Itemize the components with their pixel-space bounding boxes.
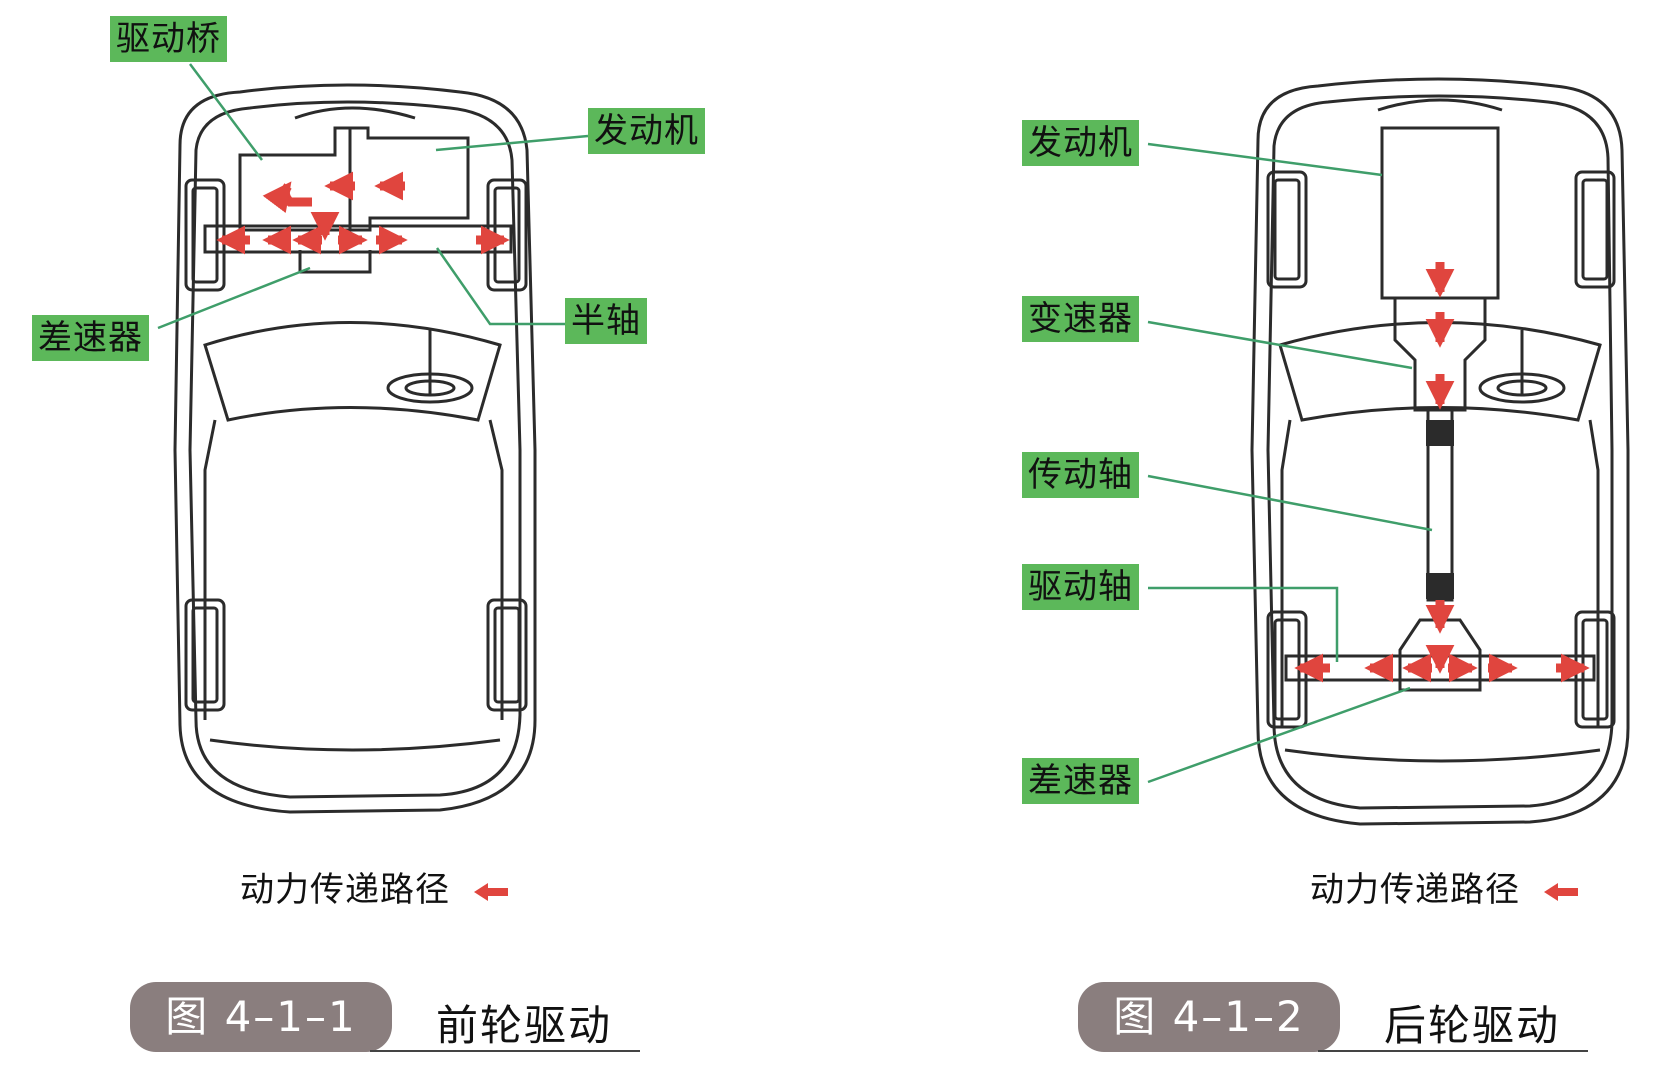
car-body-outline [1250,77,1630,826]
hood-vent [1377,98,1503,112]
figure-underline [370,1050,640,1052]
steering-wheel [1478,372,1566,404]
transmission-body [1393,296,1487,412]
label-transmission: 变速器 [1022,296,1139,342]
label-drive-axle: 驱动桥 [110,16,227,62]
engine-block [238,126,470,232]
figure-number: 图 4–1–1 [130,982,392,1052]
front-leader-lines [157,63,589,330]
wheel-fl [1266,170,1308,289]
figure-number: 图 4–1–2 [1078,982,1340,1052]
rear-power-arrows [1294,262,1590,683]
rear-differential [1398,618,1482,692]
label-differential: 差速器 [32,315,149,361]
label-differential: 差速器 [1022,758,1139,804]
power-arrow-icon [1543,882,1578,901]
hood-vent [294,106,416,120]
rear-window [209,738,501,752]
figure-title: 前轮驱动 [436,1001,613,1050]
car-body-inner [1266,94,1614,810]
car-body-inner [188,100,522,799]
label-drive-axle-shaft: 驱动轴 [1022,564,1139,610]
rear-drive-car [1250,77,1630,826]
front-drive-car [173,83,537,814]
label-half-shaft: 半轴 [565,298,647,344]
cabin-right [488,419,504,720]
label-engine: 发动机 [588,108,705,154]
power-path-legend: 动力传递路径 [1310,862,1580,911]
power-path-legend: 动力传递路径 [240,862,510,911]
rear-window [1284,748,1601,763]
wheel-fr [1574,170,1616,289]
figure-underline [1318,1050,1588,1052]
label-drive-shaft: 传动轴 [1022,452,1139,498]
front-differential [298,250,372,274]
steering-wheel [386,372,474,404]
cabin-right [1588,419,1600,728]
rear-leader-lines [1147,142,1433,784]
windshield [1278,321,1602,422]
front-power-arrows [216,171,510,255]
legend-text: 动力传递路径 [240,870,450,910]
figure-title: 后轮驱动 [1384,1001,1561,1050]
cabin-left [1280,419,1292,728]
cabin-left [203,419,217,720]
car-body-outline [173,83,537,814]
wheel-rl [184,598,226,712]
wheel-rr [486,598,528,712]
power-arrow-icon [473,882,508,901]
windshield [203,321,502,422]
legend-text: 动力传递路径 [1310,870,1520,910]
label-engine: 发动机 [1022,120,1139,166]
